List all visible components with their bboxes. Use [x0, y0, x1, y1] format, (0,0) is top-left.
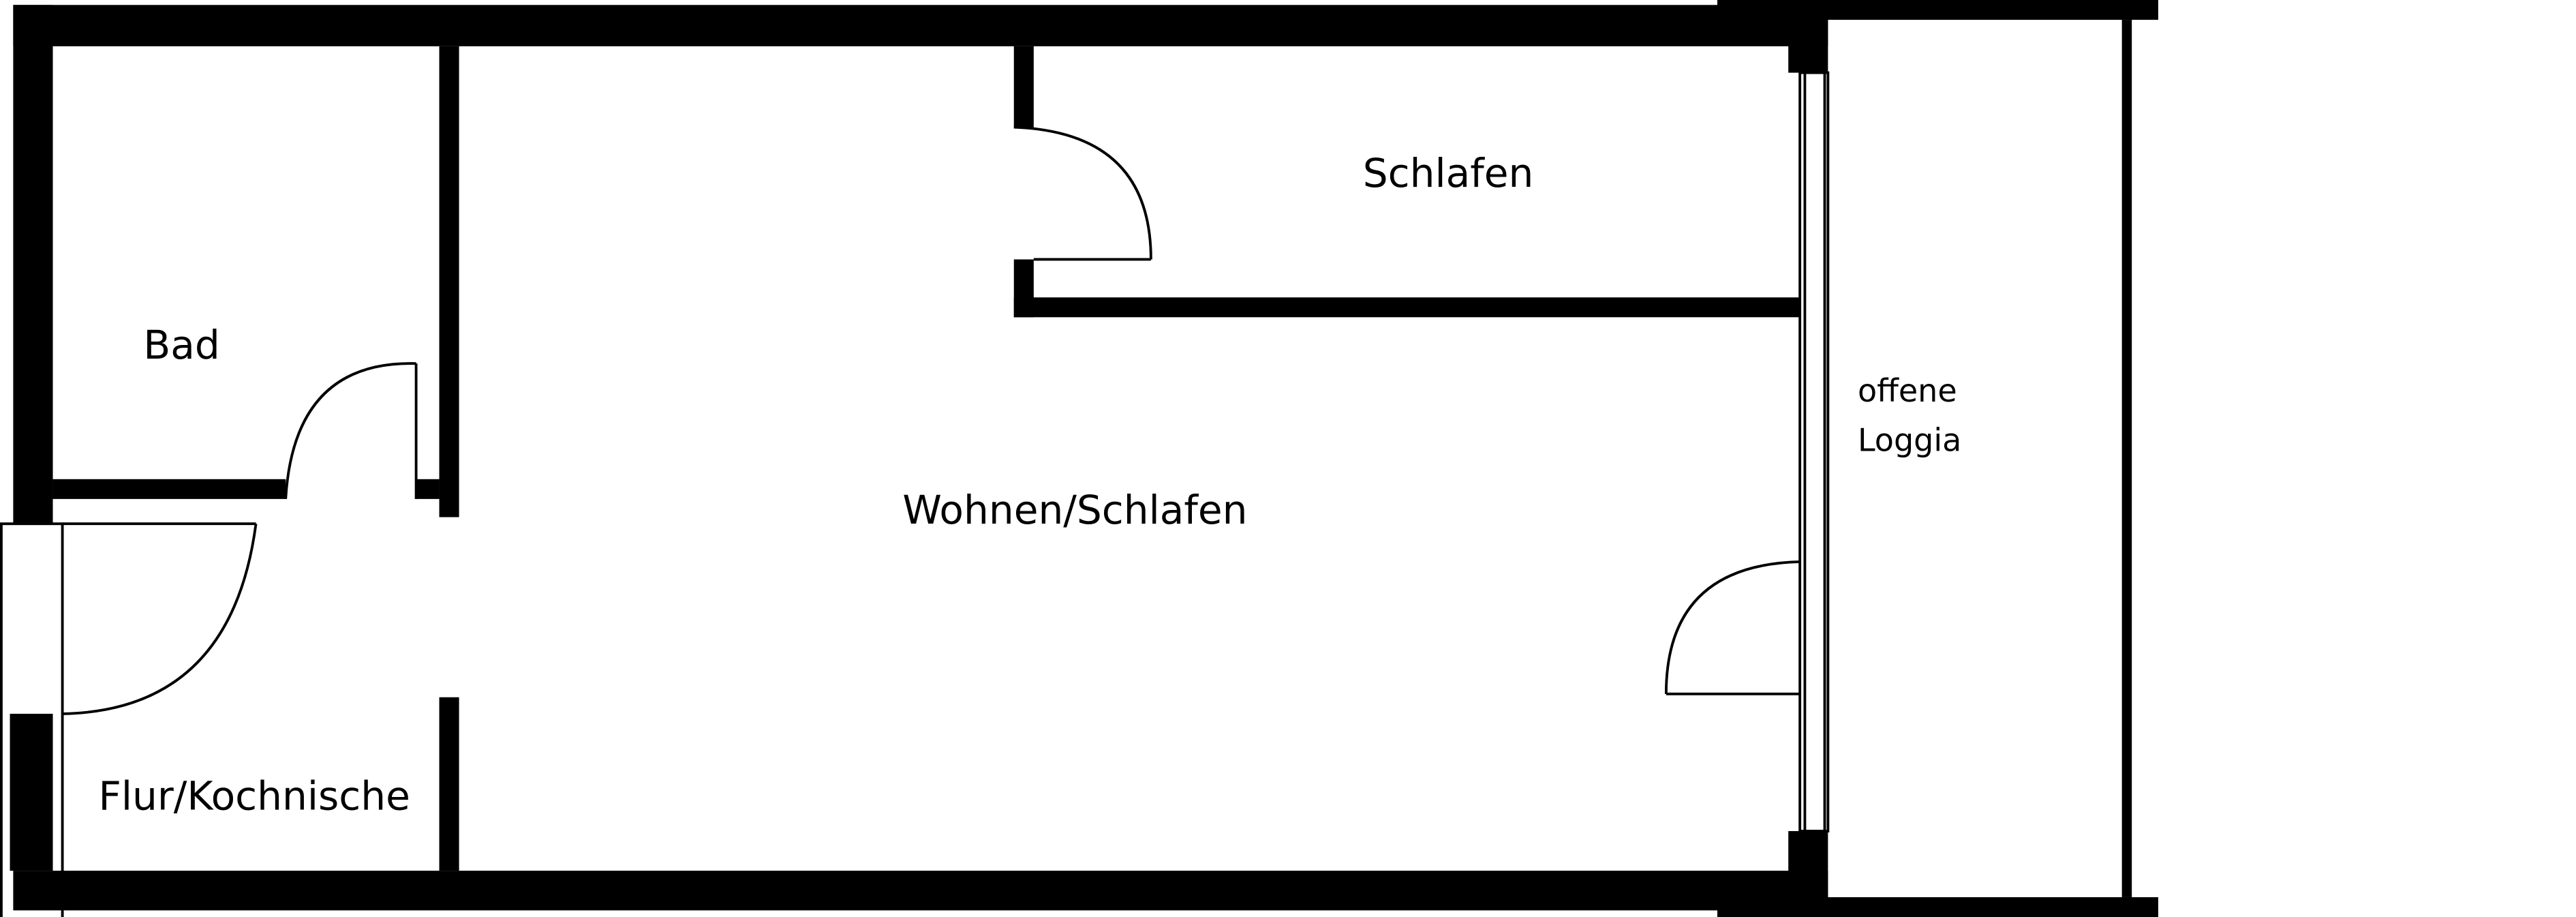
- left-wall: [13, 5, 53, 524]
- bad-horizontal-wall: [52, 479, 286, 499]
- loggia-right-wall: [2121, 20, 2132, 897]
- room-label-wohnen: Wohnen/Schlafen: [902, 487, 1247, 533]
- loggia-door-swing: [1664, 560, 1800, 694]
- room-label-loggia-1: offene: [1858, 372, 1957, 409]
- room-label-loggia-2: Loggia: [1858, 422, 1961, 459]
- left-wall-lower: [10, 713, 53, 871]
- bad-wall-stub: [416, 479, 440, 499]
- walls: [10, 0, 2158, 917]
- bad-door-swing: [284, 362, 416, 499]
- loggia-bottom-wall: [1717, 897, 2158, 917]
- top-wall: [13, 5, 1828, 46]
- loggia-top-wall: [1717, 0, 2158, 20]
- window: [1798, 71, 1830, 832]
- room-label-flur: Flur/Kochnische: [98, 772, 410, 819]
- flur-vertical-wall: [439, 697, 459, 871]
- schlafen-door-swing: [1013, 125, 1152, 260]
- schlafen-wall-top: [1013, 46, 1034, 127]
- room-label-bad: Bad: [143, 322, 219, 368]
- room-labels: Schlafen Bad Wohnen/Schlafen offene Logg…: [98, 150, 1961, 820]
- room-label-schlafen: Schlafen: [1363, 150, 1534, 196]
- entry-door-swing: [63, 523, 258, 715]
- entry-door-frame: [0, 522, 64, 917]
- bottom-wall: [13, 871, 1828, 911]
- schlafen-horizontal-wall: [1013, 297, 1800, 318]
- openings: [0, 71, 1830, 917]
- bad-vertical-wall: [439, 46, 459, 517]
